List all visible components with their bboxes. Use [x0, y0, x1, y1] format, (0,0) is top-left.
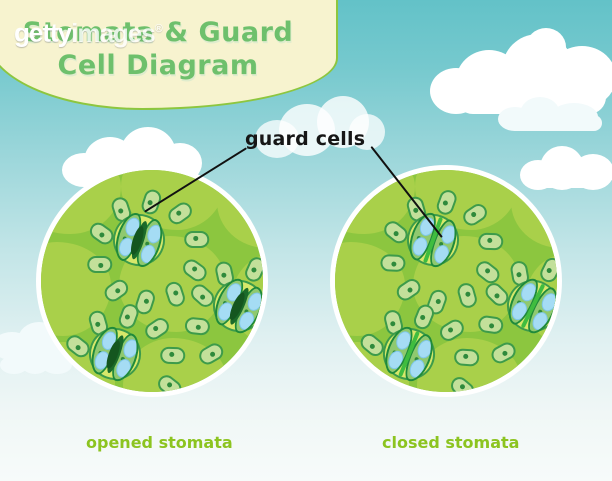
- title-banner: Stomata & Guard Cell Diagram: [0, 0, 338, 110]
- guard-cell-pair: [502, 273, 557, 339]
- cloud-top-right-small: [498, 95, 608, 131]
- cloud-top-right: [430, 28, 612, 114]
- subsidiary-cell: [184, 316, 211, 336]
- vacuole: [529, 309, 551, 333]
- subsidiary-cell: [477, 314, 505, 335]
- subsidiary-cell: [62, 368, 88, 386]
- opened-stomata-circle: [36, 165, 268, 397]
- guard-cell-pair: [208, 273, 263, 338]
- subsidiary-cell: [159, 346, 186, 365]
- subsidiary-cell: [184, 230, 210, 248]
- epidermal-cell: [217, 170, 263, 248]
- subsidiary-cell: [453, 348, 480, 367]
- subsidiary-cell: [380, 254, 406, 272]
- watermark-registered: ®: [154, 23, 163, 35]
- closed-stomata-circle: [330, 165, 562, 397]
- caption-closed-stomata: closed stomata: [382, 433, 520, 452]
- watermark-images: images: [71, 17, 156, 48]
- vacuole: [431, 242, 452, 266]
- guard-cells-label: guard cells: [245, 128, 366, 150]
- subsidiary-cell: [355, 366, 382, 386]
- epidermal-cell: [511, 170, 557, 248]
- caption-opened-stomata: opened stomata: [86, 433, 233, 452]
- cloud-middle: [255, 96, 385, 158]
- subsidiary-cell: [87, 255, 113, 273]
- vacuole: [407, 357, 428, 381]
- watermark-getty: getty: [14, 17, 72, 48]
- getty-watermark: gettyimages®: [14, 16, 163, 48]
- page-title: Stomata & Guard Cell Diagram: [22, 17, 294, 81]
- subsidiary-cell: [477, 232, 504, 251]
